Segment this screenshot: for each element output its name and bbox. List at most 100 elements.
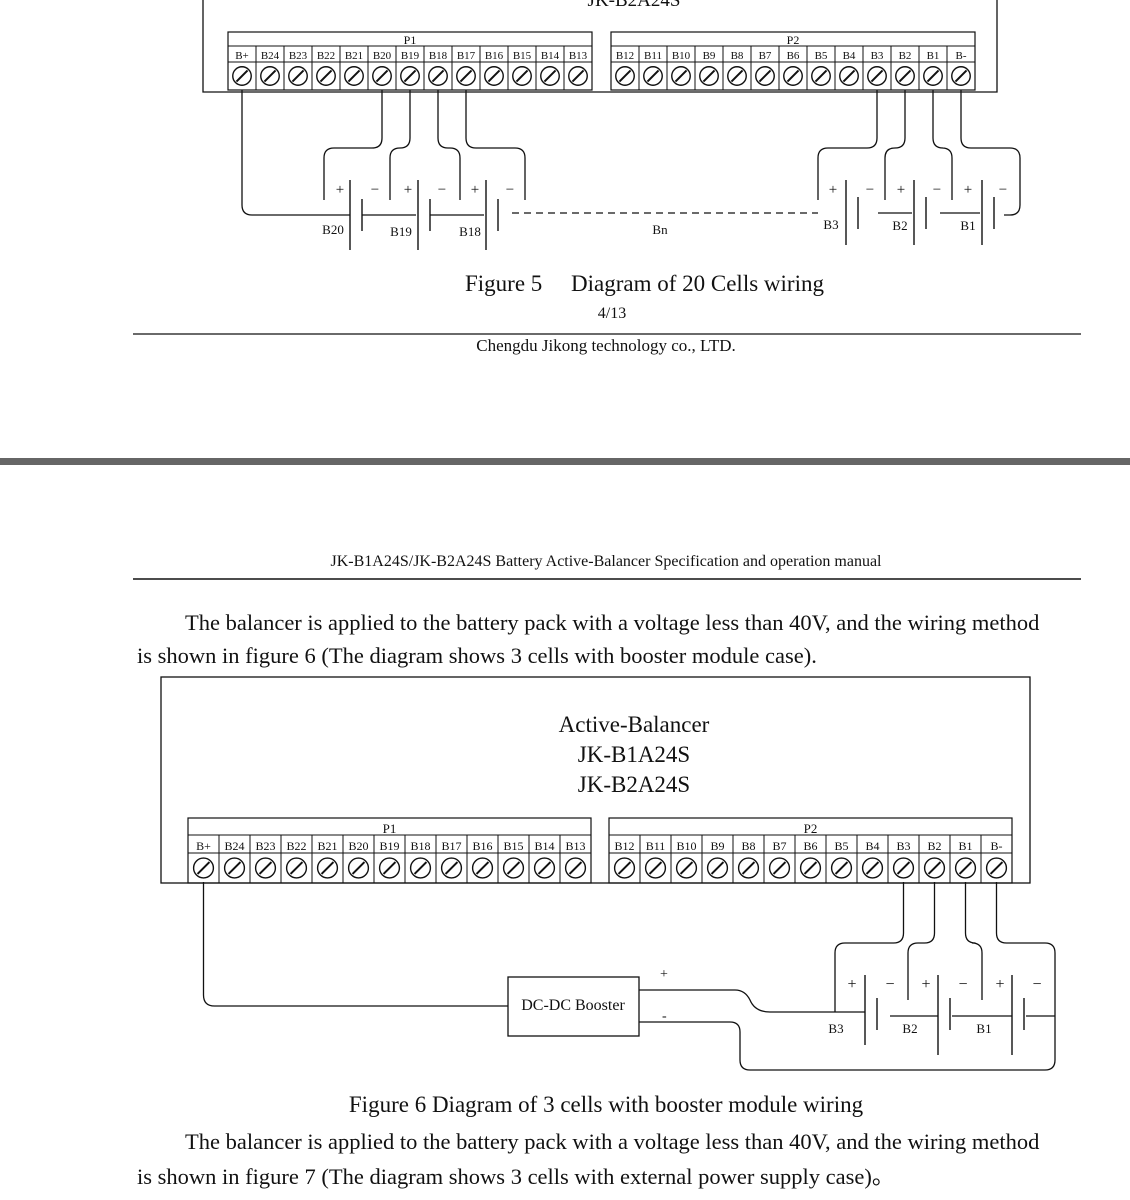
battery-cell-b1: + − B1 xyxy=(976,975,1042,1055)
terminal-screw-icon xyxy=(288,66,308,86)
cell-plus-sign: + xyxy=(921,976,930,993)
cell-label: B1 xyxy=(960,218,975,233)
terminal-screw-icon xyxy=(727,66,747,86)
cell-plus-sign: + xyxy=(995,976,1004,993)
battery-cell-b3: +−B3 xyxy=(823,180,874,245)
terminal-screw-icon xyxy=(613,857,636,879)
terminal-screw-icon xyxy=(512,66,532,86)
pin-label-b17: B17 xyxy=(457,50,476,62)
figure5-caption-number: Figure 5 xyxy=(465,271,543,296)
terminal-block-label: P1 xyxy=(404,33,417,47)
pin-label-b22: B22 xyxy=(317,50,335,62)
terminal-screw-icon xyxy=(615,66,635,86)
terminal-screw-icon xyxy=(533,857,556,879)
pin-label-b1: B1 xyxy=(958,839,972,853)
pin-label-b2: B2 xyxy=(927,839,941,853)
page-number: 4/13 xyxy=(597,305,627,322)
pin-label-b15: B15 xyxy=(513,50,532,62)
pin-label-b4: B4 xyxy=(865,839,879,853)
terminal-screw-icon xyxy=(768,857,791,879)
battery-cell-b20: +−B20 xyxy=(322,180,379,250)
page-header: JK-B1A24S/JK-B2A24S Battery Active-Balan… xyxy=(330,553,882,570)
pin-label-bminus: B- xyxy=(991,839,1003,853)
pin-label-b6: B6 xyxy=(803,839,817,853)
terminal-screw-icon xyxy=(285,857,308,879)
pin-label-b18: B18 xyxy=(429,50,448,62)
terminal-screw-icon xyxy=(737,857,760,879)
pin-label-b21: B21 xyxy=(345,50,363,62)
pin-label-b2: B2 xyxy=(899,50,912,62)
terminal-screw-icon xyxy=(951,66,971,86)
dc-dc-booster-label: DC-DC Booster xyxy=(521,997,625,1014)
paragraph1-line2: is shown in figure 6 (The diagram shows … xyxy=(137,643,817,668)
terminal-screw-icon xyxy=(223,857,246,879)
pin-label-b17: B17 xyxy=(441,839,461,853)
terminal-screw-icon xyxy=(923,66,943,86)
pin-label-b24: B24 xyxy=(224,839,244,853)
terminal-screw-icon xyxy=(954,857,977,879)
battery-cell-b18: +−B18 xyxy=(459,180,514,250)
terminal-screw-icon xyxy=(923,857,946,879)
cell-label: B2 xyxy=(892,218,907,233)
terminal-screw-icon xyxy=(232,66,252,86)
pin-label-b3: B3 xyxy=(871,50,884,62)
cell-minus-sign: − xyxy=(1032,976,1041,993)
pin-label-b23: B23 xyxy=(255,839,275,853)
cell-label: B3 xyxy=(828,1021,843,1036)
page-separator xyxy=(0,458,1130,465)
pin-label-b18: B18 xyxy=(410,839,430,853)
terminal-screw-icon xyxy=(440,857,463,879)
device-title-line1: Active-Balancer xyxy=(558,712,710,737)
cell-plus-sign: + xyxy=(897,182,905,198)
terminal-screw-icon xyxy=(839,66,859,86)
booster-minus-label: - xyxy=(662,1009,667,1024)
cell-label: B2 xyxy=(902,1021,917,1036)
pin-label-bplus: B+ xyxy=(196,839,211,853)
terminal-screw-icon xyxy=(316,66,336,86)
terminal-screw-icon xyxy=(644,857,667,879)
terminal-screw-icon xyxy=(830,857,853,879)
pin-label-b16: B16 xyxy=(485,50,504,62)
cell-minus-sign: − xyxy=(933,182,941,198)
cell-label: B1 xyxy=(976,1021,991,1036)
pin-label-b10: B10 xyxy=(676,839,696,853)
pin-label-b22: B22 xyxy=(286,839,306,853)
cell-label-bn: Bn xyxy=(652,222,668,237)
pin-label-bminus: B- xyxy=(956,50,967,62)
terminal-screw-icon xyxy=(347,857,370,879)
battery-cell-b3: + − B3 xyxy=(828,975,895,1045)
pin-label-b1: B1 xyxy=(927,50,940,62)
terminal-screw-icon xyxy=(378,857,401,879)
booster-plus-label: + xyxy=(660,967,668,982)
terminal-screw-icon xyxy=(783,66,803,86)
terminal-screw-icon xyxy=(892,857,915,879)
pin-label-b13: B13 xyxy=(565,839,585,853)
figure5-caption-text: Diagram of 20 Cells wiring xyxy=(571,271,824,296)
terminal-screw-icon xyxy=(568,66,588,86)
pin-label-b13: B13 xyxy=(569,50,588,62)
terminal-screw-icon xyxy=(260,66,280,86)
terminal-screw-icon xyxy=(316,857,339,879)
cell-minus-sign: − xyxy=(999,182,1007,198)
cell-minus-sign: − xyxy=(438,182,446,198)
cell-minus-sign: − xyxy=(885,976,894,993)
pin-label-b6: B6 xyxy=(787,50,800,62)
terminal-screw-icon xyxy=(895,66,915,86)
terminal-screw-icon xyxy=(985,857,1008,879)
pin-label-b20: B20 xyxy=(373,50,392,62)
pin-label-b19: B19 xyxy=(401,50,420,62)
terminal-screw-icon xyxy=(799,857,822,879)
cell-plus-sign: + xyxy=(471,182,479,198)
cell-label: B20 xyxy=(322,222,344,237)
terminal-screw-icon xyxy=(675,857,698,879)
terminal-screw-icon xyxy=(706,857,729,879)
cell-plus-sign: + xyxy=(847,976,856,993)
terminal-block-label: P2 xyxy=(804,821,818,836)
device-title-line2: JK-B1A24S xyxy=(577,742,691,767)
battery-cell-b2: +−B2 xyxy=(902,975,968,1055)
pin-label-b10: B10 xyxy=(672,50,691,62)
terminal-screw-icon xyxy=(344,66,364,86)
